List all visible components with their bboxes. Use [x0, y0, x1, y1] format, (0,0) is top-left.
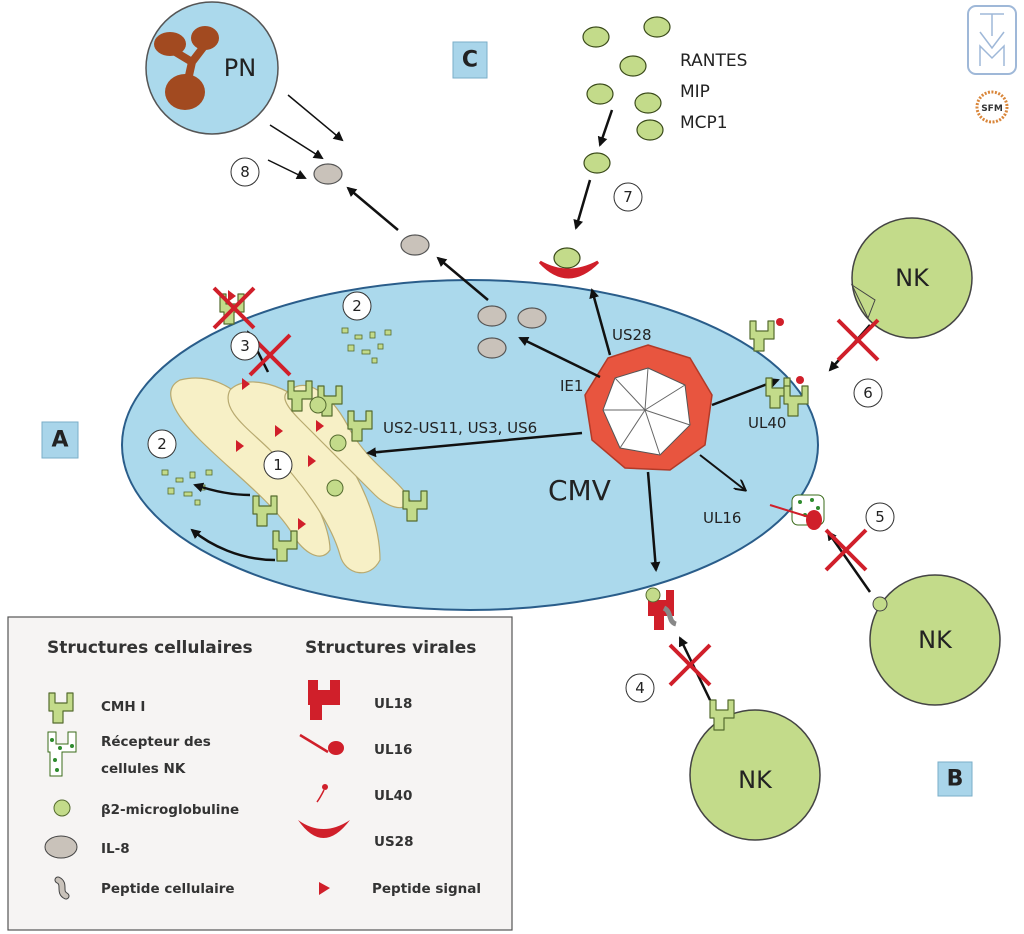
pn-label: PN — [224, 54, 256, 82]
arrow-pn-2 — [269, 124, 324, 160]
endoplasmic-reticulum — [170, 377, 411, 574]
svg-text:5: 5 — [875, 508, 885, 526]
svg-text:SFM: SFM — [981, 104, 1003, 114]
arrow-ie1 — [518, 336, 601, 379]
sfm-logo: SFM — [975, 90, 1009, 124]
cmv-label: CMV — [548, 474, 611, 507]
arrow-il8-2 — [346, 186, 399, 231]
cmv-virion — [584, 344, 713, 471]
arrow-ul16 — [699, 454, 745, 490]
step-2a: 2 — [147, 429, 177, 459]
il8-molecules — [313, 163, 547, 359]
step-3: 3 — [230, 331, 260, 361]
legend-viral-title: Structures virales — [305, 638, 476, 658]
legend-ul18: UL18 — [374, 696, 412, 712]
svg-text:7: 7 — [623, 188, 633, 206]
ul18-legend-icon — [308, 680, 340, 720]
nk-label: NK — [918, 626, 953, 654]
legend-nk-receptor-1: Récepteur des — [101, 734, 211, 750]
arrow-us28 — [589, 288, 612, 356]
svg-text:B: B — [947, 767, 964, 792]
us-genes-label: US2-US11, US3, US6 — [383, 419, 537, 437]
mhc-surface — [749, 320, 775, 352]
tvm-logo — [967, 5, 1017, 75]
nk-label: NK — [738, 766, 773, 794]
pn-cell: PN — [145, 1, 279, 135]
legend-ul40: UL40 — [374, 788, 412, 804]
ul16-complex — [769, 494, 825, 530]
step-4: 4 — [625, 673, 655, 703]
step-2b: 2 — [342, 291, 372, 321]
arrow-pn-3 — [267, 159, 307, 179]
step-7: 7 — [613, 182, 643, 212]
ul40-legend-icon — [316, 784, 328, 803]
rantes-label: RANTES — [680, 51, 747, 71]
mhc-molecules — [236, 378, 428, 562]
nk-label: NK — [895, 264, 930, 292]
legend-ul16: UL16 — [374, 742, 412, 758]
arrow-chemokine-2 — [573, 179, 592, 230]
svg-text:C: C — [462, 48, 478, 73]
us28-legend-icon — [298, 820, 350, 838]
us28-receptor — [538, 260, 600, 279]
us28-label: US28 — [612, 326, 652, 344]
nk-cell-3: NK — [689, 699, 821, 841]
legend-b2m: β2-microglobuline — [101, 802, 239, 818]
svg-text:1: 1 — [273, 456, 283, 474]
svg-text:3: 3 — [240, 337, 250, 355]
panel-c-box: C — [452, 41, 488, 79]
il8-legend-icon — [44, 835, 78, 859]
svg-text:8: 8 — [240, 163, 250, 181]
svg-text:2: 2 — [352, 297, 362, 315]
ie1-label: IE1 — [560, 377, 583, 395]
mip-label: MIP — [680, 82, 710, 102]
chemokines — [553, 16, 671, 269]
legend-us28: US28 — [374, 834, 413, 850]
legend-signal-peptide: Peptide signal — [372, 881, 481, 897]
legend-cellular-title: Structures cellulaires — [47, 638, 253, 658]
panel-a-box: A — [41, 421, 79, 459]
panel-b-box: B — [937, 761, 973, 797]
ul40-label: UL40 — [748, 414, 786, 432]
legend-peptide: Peptide cellulaire — [101, 881, 235, 897]
legend-nk-receptor-2: cellules NK — [101, 761, 186, 777]
step-5: 5 — [865, 502, 895, 532]
arrow-chemokine-1 — [597, 109, 614, 147]
nk-cell-2: NK — [869, 574, 1001, 706]
step-1: 1 — [263, 450, 293, 480]
step-8: 8 — [230, 157, 260, 187]
legend-il8: IL-8 — [101, 841, 130, 857]
arrow-pn-1 — [287, 94, 344, 142]
svg-text:A: A — [51, 428, 68, 453]
ul16-legend-icon — [299, 733, 344, 755]
b2m-legend-icon — [53, 799, 71, 817]
signal-peptide-legend-icon — [319, 882, 330, 895]
arrow-step5 — [826, 530, 872, 593]
mcp1-label: MCP1 — [680, 113, 728, 133]
ul18-complex — [645, 587, 677, 630]
arrow-us-genes — [366, 431, 583, 458]
nk-receptor-legend-icon — [47, 731, 77, 777]
arrow-il8-1 — [436, 256, 489, 301]
arrow-ul18 — [646, 471, 661, 572]
legend: Structures cellulaires Structures virale… — [7, 616, 513, 931]
nk-cell-1: NK — [850, 217, 973, 339]
ul16-label: UL16 — [703, 509, 741, 527]
step-numbers: 1 2 2 3 4 5 6 7 8 — [147, 157, 895, 703]
svg-text:2: 2 — [157, 435, 167, 453]
step-6: 6 — [853, 378, 883, 408]
svg-text:6: 6 — [863, 384, 873, 402]
legend-mhc: CMH I — [101, 699, 145, 715]
svg-text:4: 4 — [635, 679, 645, 697]
